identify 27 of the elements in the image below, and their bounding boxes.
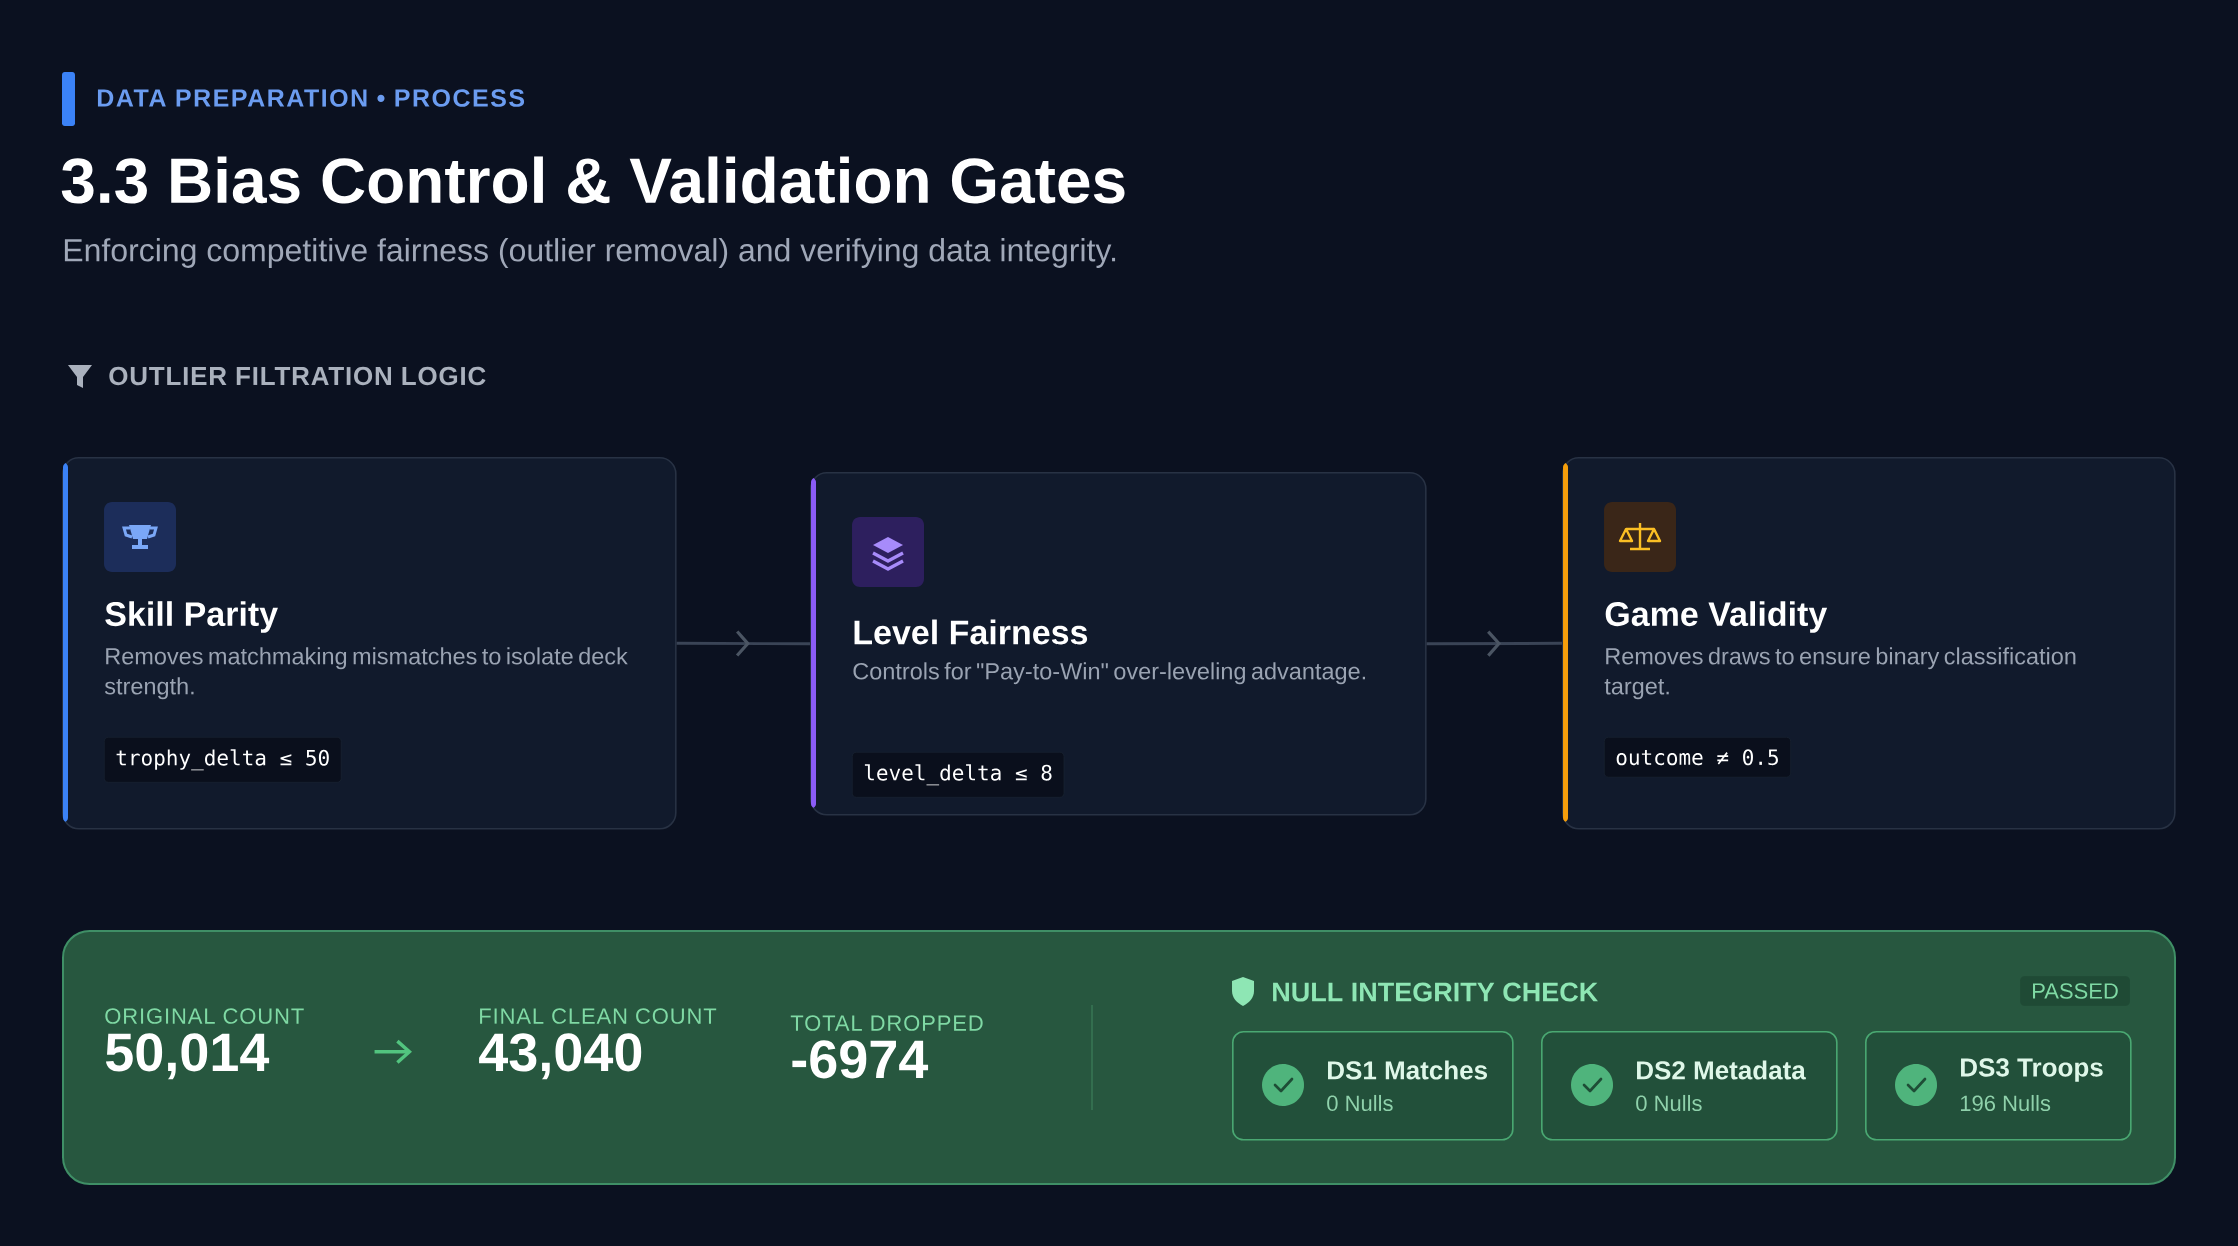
title: 3.3 Bias Control & Validation Gates (61, 156, 1125, 204)
null-count: 0 Nulls (1327, 1094, 1393, 1112)
count-stat: FINAL CLEAN COUNT 43,040 (479, 1008, 717, 1080)
chevron-connector (1426, 630, 1563, 657)
kicker: DATA PREPARATION • PROCESS (97, 89, 525, 107)
section-heading: OUTLIER FILTRATION LOGIC (109, 366, 486, 386)
null-count: 0 Nulls (1636, 1094, 1702, 1112)
section-heading: NULL INTEGRITY CHECK (1273, 982, 1598, 1002)
status-badge: PASSED (2020, 976, 2130, 1006)
code-condition: trophy_delta ≤ 50 (104, 737, 342, 783)
chevron-connector (676, 630, 810, 657)
null-count: 196 Nulls (1960, 1094, 2051, 1112)
dataset-name: DS2 Metadata (1637, 1060, 1806, 1080)
count-stat: TOTAL DROPPED -6974 (790, 1015, 983, 1079)
card-title: Skill Parity (105, 601, 278, 633)
subtitle: Enforcing competitive fairness (outlier removal) and verifying data integrity. (64, 238, 1116, 268)
card-description: Removes matchmaking mismatches to isolate deck strength. (104, 647, 628, 700)
dataset-name: DS1 Matches (1328, 1060, 1487, 1080)
arrow (374, 1039, 412, 1064)
card-description: Removes draws to ensure binary classification target. (1604, 647, 2076, 700)
card-description: Controls for "Pay-to-Win" over-leveling advantage. (853, 662, 1365, 685)
card-title: Game Validity (1605, 601, 1828, 633)
count-stat: ORIGINAL COUNT 50,014 (105, 1008, 304, 1080)
code-condition: outcome ≠ 0.5 (1604, 737, 1791, 778)
code-condition: level_delta ≤ 8 (852, 752, 1065, 798)
card-title: Level Fairness (854, 619, 1088, 645)
dataset-name: DS3 Troops (1961, 1058, 2103, 1082)
